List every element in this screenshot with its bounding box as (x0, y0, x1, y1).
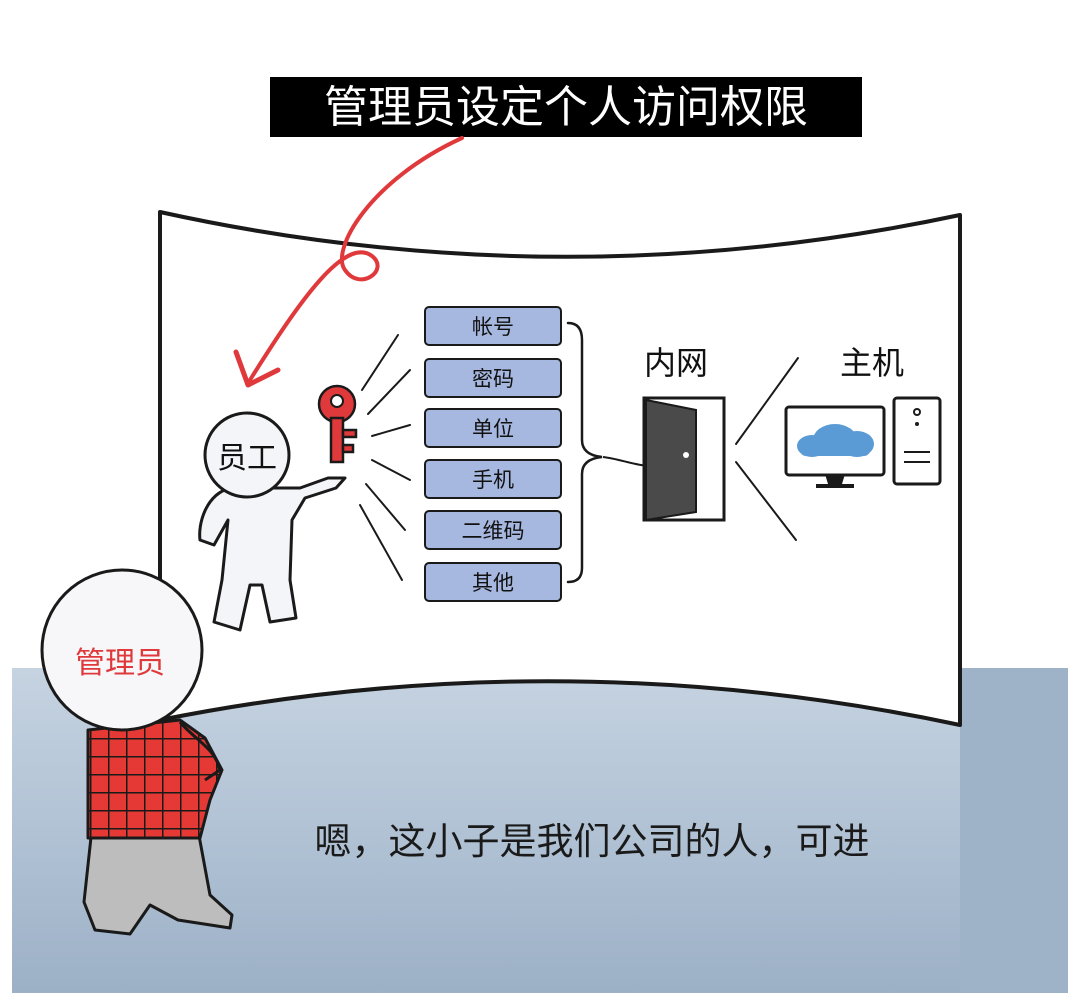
curly-brace (566, 321, 603, 584)
credential-item: 其他 (424, 562, 562, 602)
admin-label: 管理员 (75, 646, 165, 681)
credential-item: 帐号 (424, 306, 562, 346)
admin-shirt (86, 718, 224, 840)
key-icon (317, 384, 358, 464)
credential-label: 手机 (472, 468, 514, 492)
credential-label: 帐号 (472, 315, 514, 339)
connection-lines (735, 357, 799, 541)
caption-text: 嗯，这小子是我们公司的人，可进 (315, 820, 870, 863)
admin-figure (40, 568, 234, 936)
credential-label: 其他 (472, 571, 514, 595)
title-text: 管理员设定个人访问权限 (324, 82, 808, 133)
host-label: 主机 (840, 344, 904, 382)
key-hole (330, 394, 344, 408)
intranet-label: 内网 (644, 344, 708, 382)
credential-item: 密码 (424, 358, 562, 398)
red-arrow-head (233, 349, 281, 388)
admin-head (40, 568, 204, 732)
credential-list: 帐号 密码 单位 手机 二维码 其他 (424, 306, 562, 602)
cloud-icon (797, 424, 874, 457)
admin-arm (178, 721, 222, 782)
floor-right-wall (960, 668, 1068, 993)
credential-label: 密码 (472, 367, 514, 391)
credential-label: 单位 (472, 417, 514, 441)
credential-label: 二维码 (462, 519, 525, 543)
employee-figure (198, 411, 347, 632)
door-icon (642, 396, 726, 522)
credential-item: 二维码 (424, 510, 562, 550)
pc-tower-icon (892, 396, 942, 486)
key-rays (359, 334, 411, 581)
admin-legs (82, 826, 234, 936)
title-background (270, 77, 862, 137)
employee-label: 员工 (217, 441, 277, 476)
credential-item: 手机 (424, 459, 562, 499)
credential-item: 单位 (424, 408, 562, 448)
employee-head (203, 411, 291, 499)
red-arrow (248, 136, 464, 382)
